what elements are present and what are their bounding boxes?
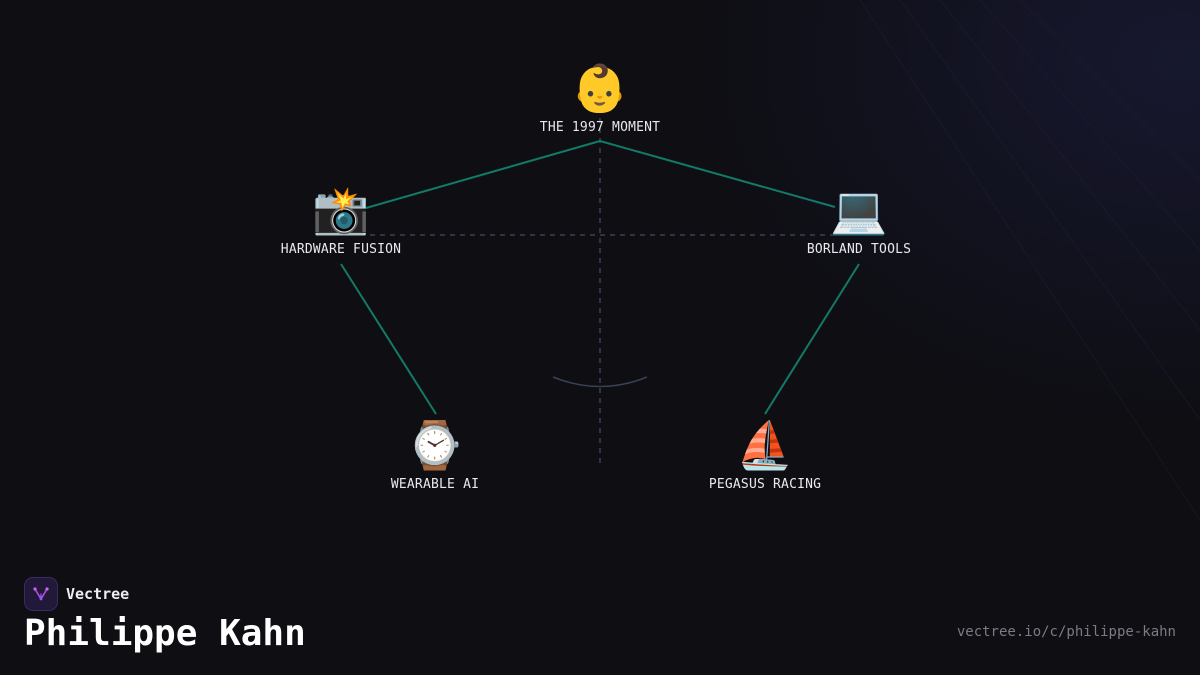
camera-flash-icon: 📸 [312, 183, 370, 237]
page-url[interactable]: vectree.io/c/philippe-kahn [956, 624, 1176, 640]
edge-hardware-wearable [340, 263, 437, 415]
node-hardware-fusion[interactable]: 📸 HARDWARE FUSION [241, 182, 441, 257]
node-the-1997-moment[interactable]: 👶 THE 1997 MOMENT [500, 60, 700, 135]
watch-icon: ⌚ [406, 418, 464, 472]
sailboat-icon: ⛵ [736, 418, 794, 472]
edge-moment-hardware [365, 140, 601, 209]
node-pegasus-racing[interactable]: ⛵ PEGASUS RACING [665, 417, 865, 492]
node-label: WEARABLE AI [390, 477, 480, 492]
brand[interactable]: Vectree [24, 577, 129, 611]
node-label: THE 1997 MOMENT [539, 120, 661, 135]
vectree-logo-icon [24, 577, 58, 611]
node-wearable-ai[interactable]: ⌚ WEARABLE AI [335, 417, 535, 492]
node-label: BORLAND TOOLS [806, 242, 912, 257]
laptop-icon: 💻 [830, 183, 888, 237]
node-borland-tools[interactable]: 💻 BORLAND TOOLS [759, 182, 959, 257]
edge-borland-pegasus [764, 263, 860, 415]
edge-moment-borland [599, 140, 836, 208]
node-label: HARDWARE FUSION [280, 242, 402, 257]
node-label: PEGASUS RACING [708, 477, 822, 492]
brand-name: Vectree [66, 585, 130, 603]
guide-arc [552, 376, 648, 388]
page-title: Philippe Kahn [24, 613, 306, 654]
baby-icon: 👶 [571, 61, 629, 115]
